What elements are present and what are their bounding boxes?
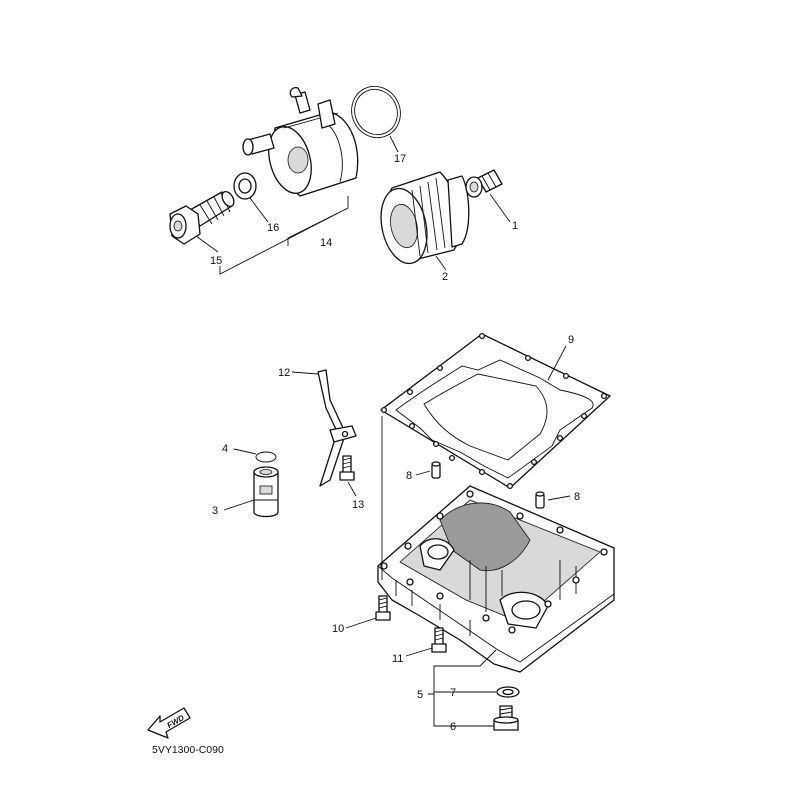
union-bolt-15 (169, 190, 235, 245)
label-11: 11 (392, 653, 403, 665)
strainer-3 (253, 466, 279, 518)
label-10: 10 (332, 623, 344, 635)
label-6: 6 (450, 721, 456, 733)
oil-pan-5 (377, 485, 615, 673)
label-17: 17 (394, 153, 406, 165)
leader-9 (547, 345, 567, 381)
label-12: 12 (278, 367, 290, 379)
union-bolt-1 (465, 169, 503, 198)
label-16: 16 (267, 222, 279, 234)
leader-8b (547, 495, 571, 501)
label-3: 3 (212, 505, 218, 517)
bolt-11 (431, 627, 447, 653)
leader-11 (405, 647, 433, 657)
leader-4 (233, 448, 257, 455)
leader-2 (435, 255, 447, 271)
leader-1 (489, 193, 511, 223)
label-4: 4 (222, 443, 228, 455)
label-14: 14 (320, 237, 332, 249)
leader-8a (415, 470, 431, 476)
label-15: 15 (210, 255, 222, 267)
label-5: 5 (417, 689, 423, 701)
gasket-7 (496, 686, 520, 698)
dowel-pin-8b (535, 491, 545, 509)
forward-arrow-icon: FWD (147, 707, 191, 739)
drain-bolt-6 (493, 705, 519, 731)
label-8b: 8 (574, 491, 580, 503)
oil-filter-2 (380, 171, 470, 265)
label-13: 13 (352, 499, 364, 511)
leader-10 (345, 617, 377, 629)
label-7: 7 (450, 687, 456, 699)
leader-5-bracket (428, 649, 497, 727)
leader-16 (249, 197, 269, 223)
oil-cooler-14 (242, 86, 359, 197)
bolt-10 (375, 595, 391, 621)
diagram-code: 5VY1300-C090 (152, 744, 224, 756)
label-8a: 8 (406, 470, 412, 482)
label-2: 2 (442, 271, 448, 283)
gasket-9 (380, 332, 611, 490)
label-1: 1 (512, 220, 518, 232)
o-ring-4 (255, 451, 277, 463)
bolt-13 (339, 455, 355, 481)
oil-pan-bolt-holes (380, 490, 608, 634)
leader-17 (389, 135, 399, 153)
pipe-12 (317, 369, 357, 487)
gasket-holes (380, 332, 608, 490)
washer-16 (233, 172, 257, 200)
leader-15 (195, 235, 219, 253)
o-ring-17 (351, 85, 401, 139)
leader-14-bracket (219, 196, 349, 275)
label-9: 9 (568, 334, 574, 346)
leader-3 (223, 499, 255, 511)
leader-12 (291, 371, 319, 375)
dowel-pin-8a (431, 461, 441, 479)
leader-13 (347, 481, 357, 497)
